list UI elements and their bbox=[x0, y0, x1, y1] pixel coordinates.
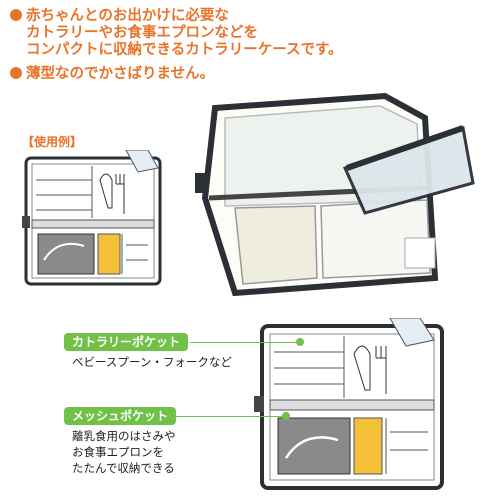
cutlery-pocket-description: ベビースプーン・フォークなど bbox=[72, 355, 232, 369]
mesh-desc-line-2: お食事エプロンを bbox=[72, 445, 164, 459]
mesh-desc-line-3: たたんで収納できる bbox=[72, 461, 175, 475]
mesh-pocket bbox=[37, 233, 95, 275]
flap-corner bbox=[125, 150, 159, 173]
scissors-icon bbox=[284, 436, 339, 459]
small-case-diagram bbox=[22, 150, 162, 286]
pouch-zipper bbox=[346, 125, 464, 171]
mesh-leader-line bbox=[172, 416, 286, 417]
scissors-icon bbox=[43, 242, 85, 261]
mesh-desc-line-1: 離乳食用のはさみや bbox=[72, 429, 176, 443]
intro-line-1: 赤ちゃんとのお出かけに必要な bbox=[10, 8, 490, 25]
spoon-icon bbox=[353, 345, 371, 391]
intro-line-4: 薄型なのでかさばりません。 bbox=[10, 66, 490, 83]
mesh-pocket bbox=[277, 417, 351, 475]
yellow-item bbox=[97, 233, 121, 275]
fork-icon bbox=[115, 174, 125, 214]
usage-example-label: 【使用例】 bbox=[22, 135, 83, 149]
mesh-pocket bbox=[234, 205, 318, 285]
fork-icon bbox=[375, 346, 387, 394]
zipper-strip bbox=[31, 219, 155, 229]
spoon-icon bbox=[99, 173, 113, 209]
cutlery-leader-dot bbox=[296, 338, 304, 346]
mesh-pocket-tag: メッシュポケット bbox=[64, 407, 177, 425]
zipper-strip bbox=[269, 399, 435, 411]
tab-loop bbox=[195, 173, 207, 193]
large-case-diagram bbox=[254, 318, 444, 490]
bullet-icon bbox=[10, 9, 22, 21]
intro-line-2: カトラリーやお食事エプロンなどを bbox=[26, 25, 258, 41]
zipper-pull-icon bbox=[254, 396, 264, 412]
product-photo bbox=[195, 92, 475, 297]
yellow-item bbox=[353, 417, 383, 475]
mesh-pocket-description: 離乳食用のはさみや お食事エプロンを たたんで収納できる bbox=[72, 428, 176, 476]
cutlery-pocket-tag: カトラリーポケット bbox=[64, 333, 189, 351]
mesh-leader-dot bbox=[282, 412, 290, 420]
intro-text: 赤ちゃんとのお出かけに必要な カトラリーやお食事エプロンなどを コンパクトに収納… bbox=[10, 8, 490, 83]
care-label bbox=[404, 237, 436, 269]
bullet-icon bbox=[10, 67, 22, 79]
zipper-pull-icon bbox=[22, 216, 30, 228]
cutlery-leader-line bbox=[190, 342, 300, 343]
flap-corner bbox=[389, 318, 435, 347]
intro-line-3: コンパクトに収納できるカトラリーケースです。 bbox=[26, 42, 343, 58]
